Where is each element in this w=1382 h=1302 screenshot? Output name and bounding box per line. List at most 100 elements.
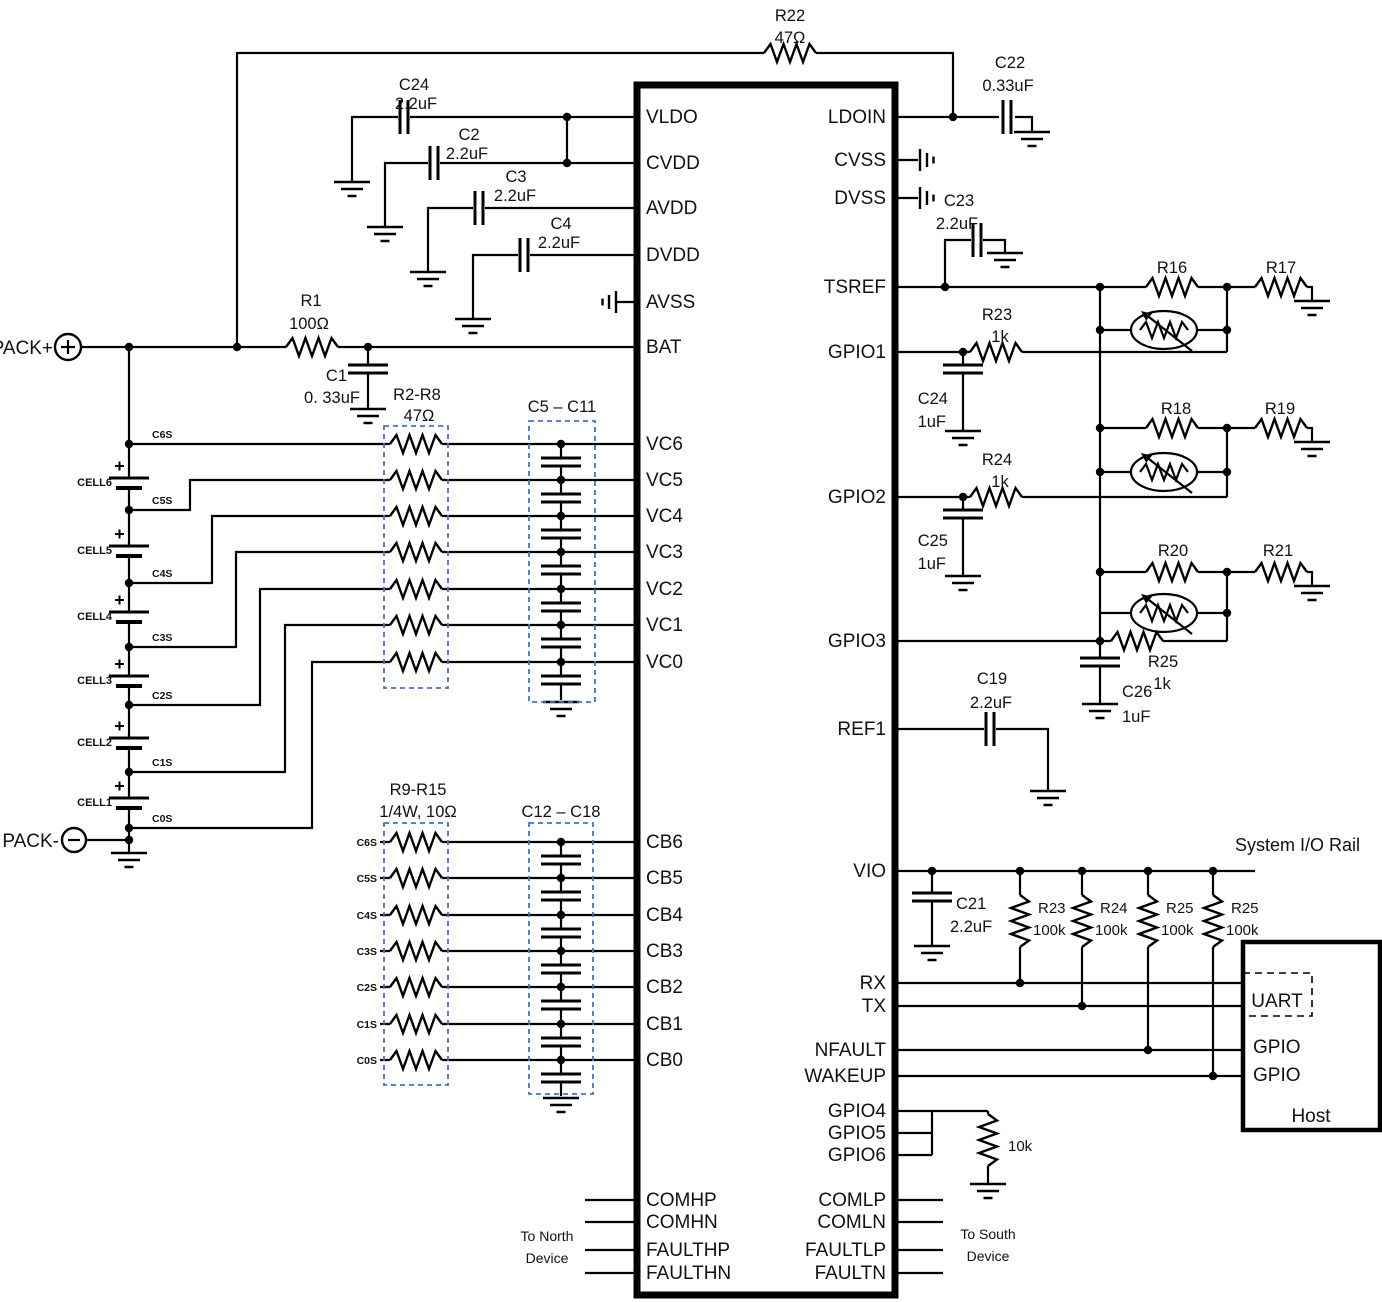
box-r2-r8 [383, 425, 449, 689]
pin-comhp: COMHP [646, 1190, 717, 1211]
pin-avdd: AVDD [646, 198, 697, 219]
wires-right-section [585, 158, 1314, 1275]
label-r25-1k-val: 1k [1153, 675, 1171, 693]
label-c25-val: 1uF [918, 555, 946, 573]
host-gpio-label-2: GPIO [1253, 1065, 1301, 1086]
label-c3-val: 2.2uF [494, 187, 536, 205]
cb-net-c2s: C2S [357, 982, 377, 994]
label-r9r15-ref: R9-R15 [390, 781, 447, 799]
label-c25-ref: C25 [918, 532, 948, 550]
label-r20: R20 [1158, 542, 1188, 560]
host-title: Host [1291, 1106, 1331, 1127]
box-r9-r15 [383, 822, 449, 1086]
label-c24top-val: 2.2uF [395, 95, 437, 113]
label-c22-val: 0.33uF [982, 77, 1033, 95]
label-c4-val: 2.2uF [538, 234, 580, 252]
pin-cb1: CB1 [646, 1014, 683, 1035]
box-c5-c11 [528, 420, 596, 703]
pin-gpio3: GPIO3 [828, 631, 886, 652]
pin-vldo: VLDO [646, 107, 698, 128]
label-r22-val: 47Ω [775, 29, 806, 47]
tap-c0s: C0S [152, 813, 172, 825]
label-r18: R18 [1161, 400, 1191, 418]
cb-net-c6s: C6S [357, 837, 377, 849]
label-r24-1k-val: 1k [991, 473, 1009, 491]
pack-terminals [53, 332, 88, 854]
box-c12-c18 [528, 822, 594, 1095]
tap-c1s: C1S [152, 757, 172, 769]
cell2-label: CELL2 [77, 737, 112, 749]
tap-c4s: C4S [152, 568, 172, 580]
label-c21-val: 2.2uF [950, 918, 992, 936]
label-c5c11: C5 – C11 [528, 398, 596, 416]
label-c26-ref: C26 [1122, 683, 1152, 701]
cb-net-c5s: C5S [357, 873, 377, 885]
label-r25-1k-ref: R25 [1148, 653, 1178, 671]
pin-gpio6: GPIO6 [828, 1145, 886, 1166]
pin-dvss: DVSS [834, 188, 886, 209]
pin-cb5: CB5 [646, 868, 683, 889]
pin-cb0: CB0 [646, 1050, 683, 1071]
cell1-label: CELL1 [77, 797, 112, 809]
pin-comhn: COMHN [646, 1212, 718, 1233]
pin-vc1: VC1 [646, 615, 683, 636]
system-io-rail-label: System I/O Rail [1235, 835, 1360, 855]
pack-minus-terminal [60, 826, 88, 854]
host-uart-label: UART [1251, 991, 1303, 1012]
pin-bat: BAT [646, 337, 682, 358]
tap-c2s: C2S [152, 690, 172, 702]
cb-net-c1s: C1S [357, 1019, 377, 1031]
host-gpio-label-1: GPIO [1253, 1037, 1301, 1058]
pin-vio: VIO [853, 861, 886, 882]
cb-net-c3s: C3S [357, 946, 377, 958]
to-south-line2: Device [967, 1248, 1010, 1264]
pin-cvdd: CVDD [646, 153, 700, 174]
label-c21-ref: C21 [956, 895, 986, 913]
pack-plus-terminal [53, 332, 83, 362]
label-r17: R17 [1266, 259, 1296, 277]
pin-rx: RX [860, 973, 887, 994]
pin-gpio5: GPIO5 [828, 1123, 886, 1144]
pin-faulthp: FAULTHP [646, 1240, 730, 1261]
pin-faultn: FAULTN [815, 1263, 886, 1284]
label-r2r8-ref: R2-R8 [393, 386, 441, 404]
cell4-label: CELL4 [77, 611, 113, 623]
pin-nfault: NFAULT [815, 1040, 887, 1061]
label-r24-1k-ref: R24 [982, 451, 1012, 469]
cb-net-c4s: C4S [357, 910, 377, 922]
host-box [1240, 939, 1382, 1133]
label-c4-ref: C4 [550, 215, 571, 233]
pin-vc5: VC5 [646, 470, 683, 491]
pin-vc6: VC6 [646, 434, 683, 455]
label-c12c18: C12 – C18 [522, 803, 601, 821]
pin-cb6: CB6 [646, 832, 683, 853]
pin-comlp: COMLP [818, 1190, 886, 1211]
labels: PACK+ PACK- CELL6 CELL5 CELL4 CELL3 CELL… [0, 7, 1360, 1284]
pin-gpio1: GPIO1 [828, 342, 886, 363]
pin-tsref: TSREF [824, 277, 886, 298]
label-c23-ref: C23 [944, 192, 974, 210]
pin-cb3: CB3 [646, 941, 683, 962]
label-c1-val: 0. 33uF [304, 389, 360, 407]
cell6-label: CELL6 [77, 477, 112, 489]
label-r22-ref: R22 [775, 7, 805, 25]
label-r2r8-val: 47Ω [404, 407, 435, 425]
label-pullup4-val: 100k [1226, 922, 1259, 939]
label-c24top-ref: C24 [399, 76, 429, 94]
tap-c6s: C6S [152, 429, 172, 441]
label-c1-ref: C1 [326, 367, 347, 385]
label-pullup1-ref: R23 [1038, 900, 1066, 917]
label-r23-1k-ref: R23 [982, 306, 1012, 324]
ic-body [633, 81, 899, 1299]
label-r1-val: 100Ω [289, 315, 329, 333]
label-r9r15-val: 1/4W, 10Ω [379, 803, 456, 821]
pack-plus-label: PACK+ [0, 338, 53, 359]
cell3-label: CELL3 [77, 675, 112, 687]
label-c2-val: 2.2uF [446, 145, 488, 163]
label-pullup3-val: 100k [1161, 922, 1194, 939]
pin-faulthn: FAULTHN [646, 1263, 731, 1284]
label-r10k: 10k [1008, 1138, 1033, 1155]
pack-minus-label: PACK- [2, 831, 59, 852]
to-south-line1: To South [960, 1226, 1015, 1242]
